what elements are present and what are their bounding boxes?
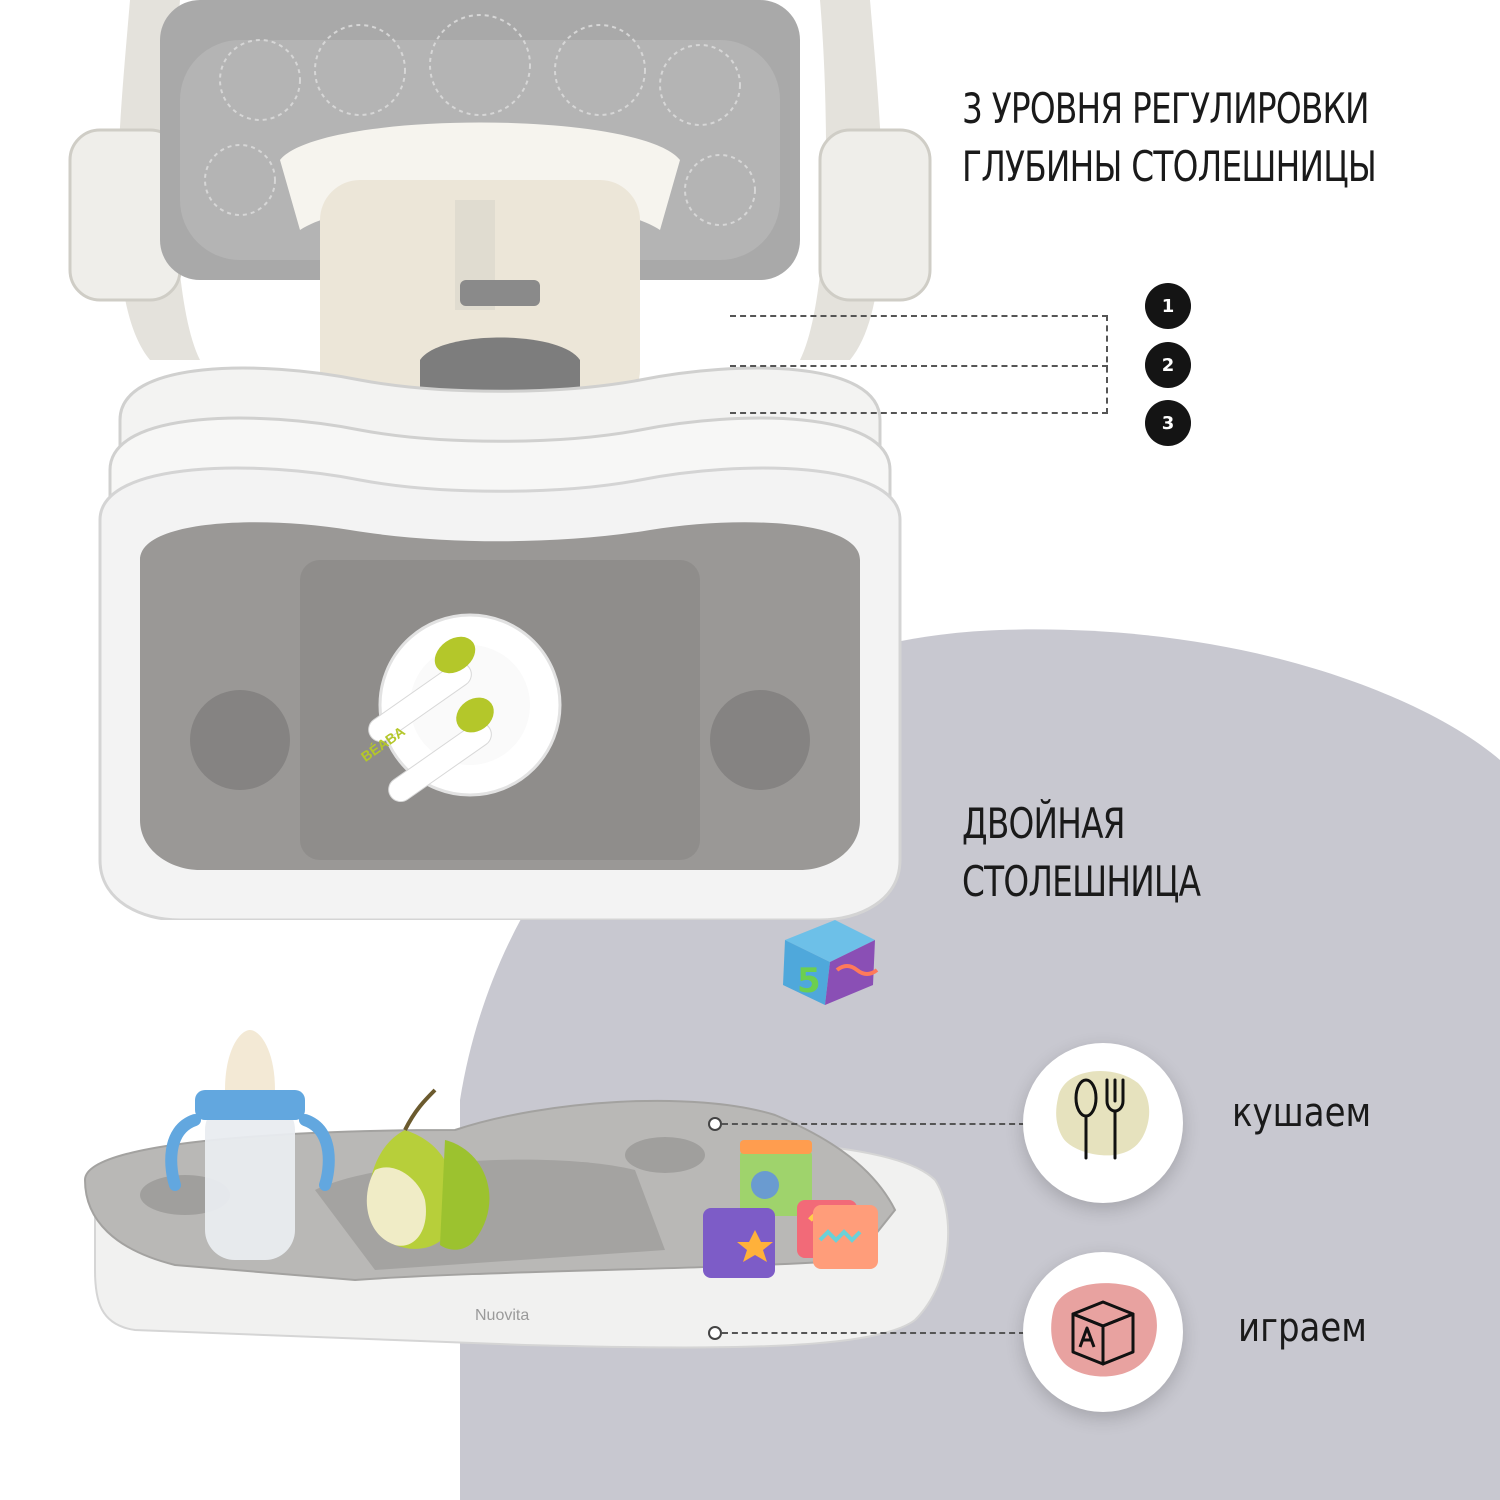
heading-depth-line2: ГЛУБИНЫ СТОЛЕШНИЦЫ bbox=[962, 142, 1377, 191]
play-mode-badge bbox=[1023, 1252, 1183, 1412]
toy-block-icon bbox=[1051, 1283, 1157, 1377]
fork-spoon-icon bbox=[1056, 1071, 1150, 1160]
eat-mode-badge bbox=[1023, 1043, 1183, 1203]
level-2-line bbox=[730, 365, 1108, 367]
level-bracket bbox=[1106, 315, 1108, 414]
heading-double-line1: ДВОЙНАЯ bbox=[962, 799, 1125, 848]
connector-dot-eat bbox=[708, 1117, 722, 1131]
tray-brand-text: Nuovita bbox=[475, 1307, 529, 1324]
heading-double-line2: СТОЛЕШНИЦА bbox=[962, 857, 1201, 906]
high-chair-illustration: BÉABA bbox=[68, 0, 932, 920]
level-3-line bbox=[730, 412, 1108, 414]
level-1-line bbox=[730, 315, 1108, 317]
connector-line-play bbox=[722, 1332, 1025, 1334]
play-mode-label: играем bbox=[1238, 1305, 1367, 1351]
heading-double-tray: ДВОЙНАЯ СТОЛЕШНИЦА bbox=[962, 795, 1201, 911]
level-badge-3: 3 bbox=[1145, 400, 1191, 446]
eat-mode-label: кушаем bbox=[1232, 1090, 1372, 1136]
toy-cube-illustration: 5 bbox=[783, 920, 879, 1005]
connector-line-eat bbox=[722, 1123, 1025, 1125]
double-tray-illustration: Nuovita bbox=[83, 1030, 950, 1349]
heading-depth-line1: 3 УРОВНЯ РЕГУЛИРОВКИ bbox=[962, 84, 1370, 133]
level-badge-1: 1 bbox=[1145, 283, 1191, 329]
connector-dot-play bbox=[708, 1326, 722, 1340]
heading-depth-levels: 3 УРОВНЯ РЕГУЛИРОВКИ ГЛУБИНЫ СТОЛЕШНИЦЫ bbox=[962, 80, 1377, 196]
svg-text:5: 5 bbox=[797, 961, 821, 1001]
level-badge-2: 2 bbox=[1145, 342, 1191, 388]
